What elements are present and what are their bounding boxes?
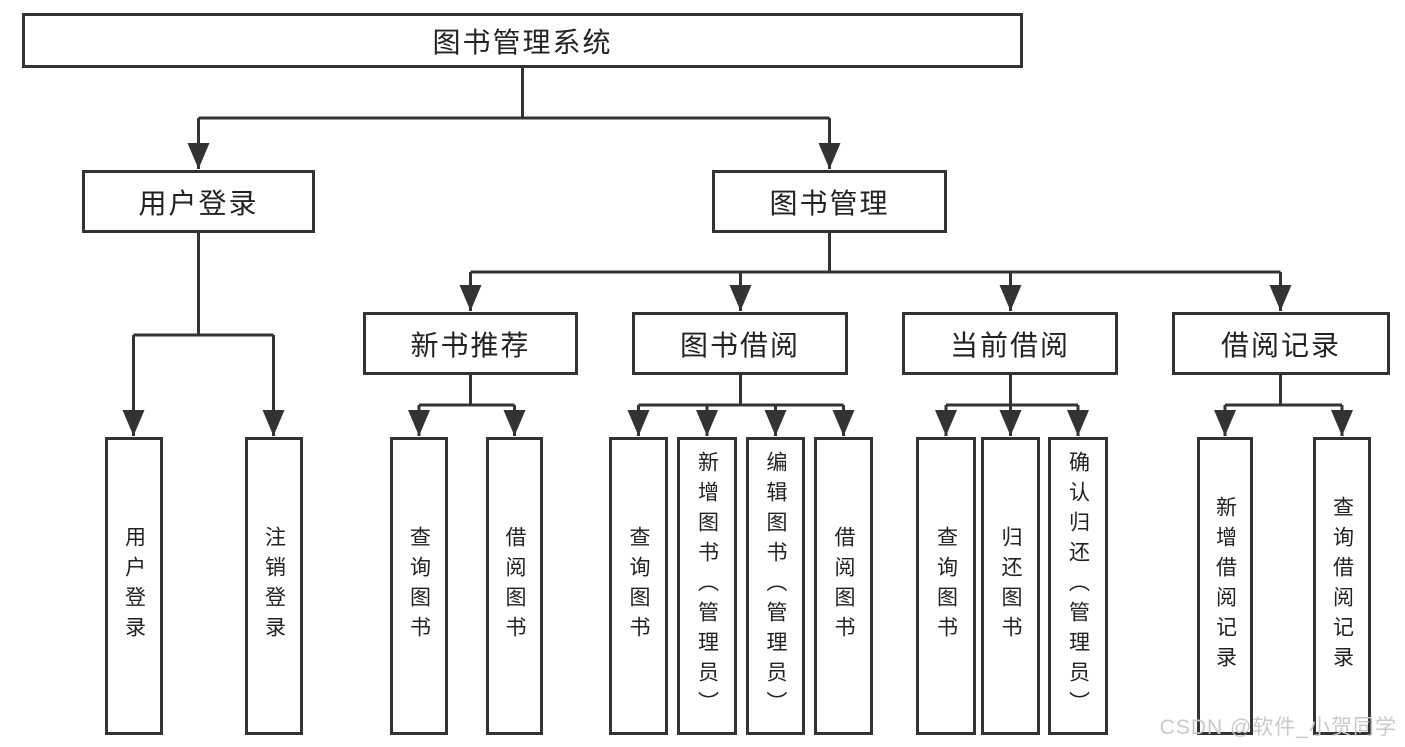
node-label: 图书借阅: [679, 329, 800, 361]
node-current-borrowing: 当前借阅: [902, 312, 1118, 375]
leaf-recommend-borrow-books: 借阅图书: [486, 437, 543, 735]
node-library-management-system: 图书管理系统: [22, 13, 1023, 68]
leaf-label: 查询借阅记录: [1330, 496, 1354, 676]
leaf-label: 查询图书: [934, 526, 958, 646]
leaf-label: 新增图书（管理员）: [695, 451, 719, 721]
node-label: 用户登录: [138, 187, 259, 219]
leaf-label: 归还图书: [999, 526, 1022, 646]
node-borrowing-records: 借阅记录: [1172, 312, 1390, 375]
leaf-label: 查询图书: [627, 526, 650, 646]
node-book-borrowing: 图书借阅: [632, 312, 848, 375]
connector-trunks: [133, 68, 1342, 407]
leaf-return-books: 归还图书: [981, 437, 1040, 735]
leaf-add-books-admin: 新增图书（管理员）: [677, 437, 737, 735]
leaf-borrowing-borrow-books: 借阅图书: [814, 437, 873, 735]
node-label: 新书推荐: [410, 329, 531, 361]
node-user-login-branch: 用户登录: [82, 170, 315, 233]
leaf-label: 借阅图书: [503, 526, 526, 646]
leaf-confirm-return-admin: 确认归还（管理员）: [1048, 437, 1108, 735]
node-label: 当前借阅: [949, 329, 1070, 361]
node-new-book-recommendation: 新书推荐: [363, 312, 578, 375]
leaf-current-query-books: 查询图书: [916, 437, 976, 735]
leaf-logout: 注销登录: [245, 437, 303, 735]
arrow-drops: [122, 118, 1353, 436]
leaf-label: 编辑图书（管理员）: [764, 451, 787, 721]
leaf-query-borrow-record: 查询借阅记录: [1313, 437, 1371, 735]
leaf-label: 确认归还（管理员）: [1066, 451, 1090, 721]
leaf-label: 用户登录: [122, 526, 146, 646]
node-label: 借阅记录: [1220, 329, 1341, 361]
leaf-label: 注销登录: [262, 526, 286, 646]
node-label: 图书管理: [769, 187, 890, 219]
leaf-borrowing-query-books: 查询图书: [609, 437, 668, 735]
leaf-label: 查询图书: [407, 526, 431, 646]
node-label: 图书管理系统: [432, 26, 613, 58]
leaf-user-login: 用户登录: [105, 437, 163, 735]
leaf-edit-books-admin: 编辑图书（管理员）: [746, 437, 805, 735]
leaf-label: 借阅图书: [832, 526, 855, 646]
leaf-label: 新增借阅记录: [1213, 496, 1237, 676]
node-book-management-branch: 图书管理: [712, 170, 947, 233]
leaf-recommend-query-books: 查询图书: [390, 437, 448, 735]
leaf-add-borrow-record: 新增借阅记录: [1197, 437, 1253, 735]
csdn-watermark: CSDN @软件_小贺同学: [1159, 716, 1397, 739]
